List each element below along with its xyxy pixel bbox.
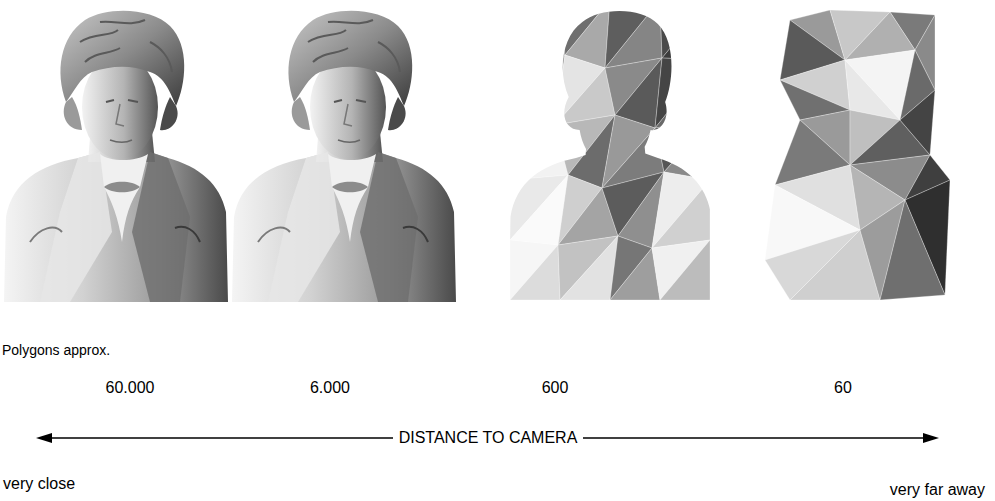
axis-caption: Polygons approx. [2,342,110,359]
bust-600-polygons-part [605,0,662,68]
bust-6000-polygons-part [232,11,456,302]
bust-600-polygons-part [662,0,710,60]
bust-600-polygons-part [510,55,565,120]
distance-arrow-part [923,433,939,443]
bust-60-polygons-part [880,200,945,300]
axis-end-label: very far away [890,480,985,499]
polygon-count: 6.000 [310,378,350,397]
bust-60000-polygons-part [4,11,228,302]
bust-600-polygons-part [510,245,560,300]
bust-600-polygons-part [610,248,660,300]
polygon-count: 60.000 [106,378,155,397]
bust-600-polygons-part [652,240,710,300]
bust-600-polygons-part [655,58,710,128]
bust-600-polygons-part [560,236,618,300]
bust-600-polygons-part [660,0,710,58]
polygon-count: 600 [542,378,569,397]
axis-title: DISTANCE TO CAMERA [393,428,584,447]
polygon-count: 60 [834,378,852,397]
bust-600-polygons-part [510,175,568,245]
bust-60-polygons-part [900,90,935,155]
bust-600-polygons-part [558,236,618,300]
bust-600-polygons-part [660,240,710,300]
bust-600-polygons-part [510,125,568,180]
bust-6000-polygons [232,11,456,302]
bust-600-polygons [510,0,710,300]
bust-600-polygons-part [652,180,710,248]
bust-60000-polygons [4,11,228,302]
bust-600-polygons-part [652,172,710,248]
bust-600-polygons-part [510,0,560,60]
distance-arrow-part [36,433,52,443]
bust-60-polygons [765,10,950,300]
axis-end-label: very close [3,474,75,493]
bust-600-polygons-part [655,60,710,128]
bust-600-polygons-part [510,55,565,125]
bust-600-polygons-part [664,120,710,180]
bust-600-polygons-part [510,0,565,60]
bust-600-polygons-part [655,120,710,172]
